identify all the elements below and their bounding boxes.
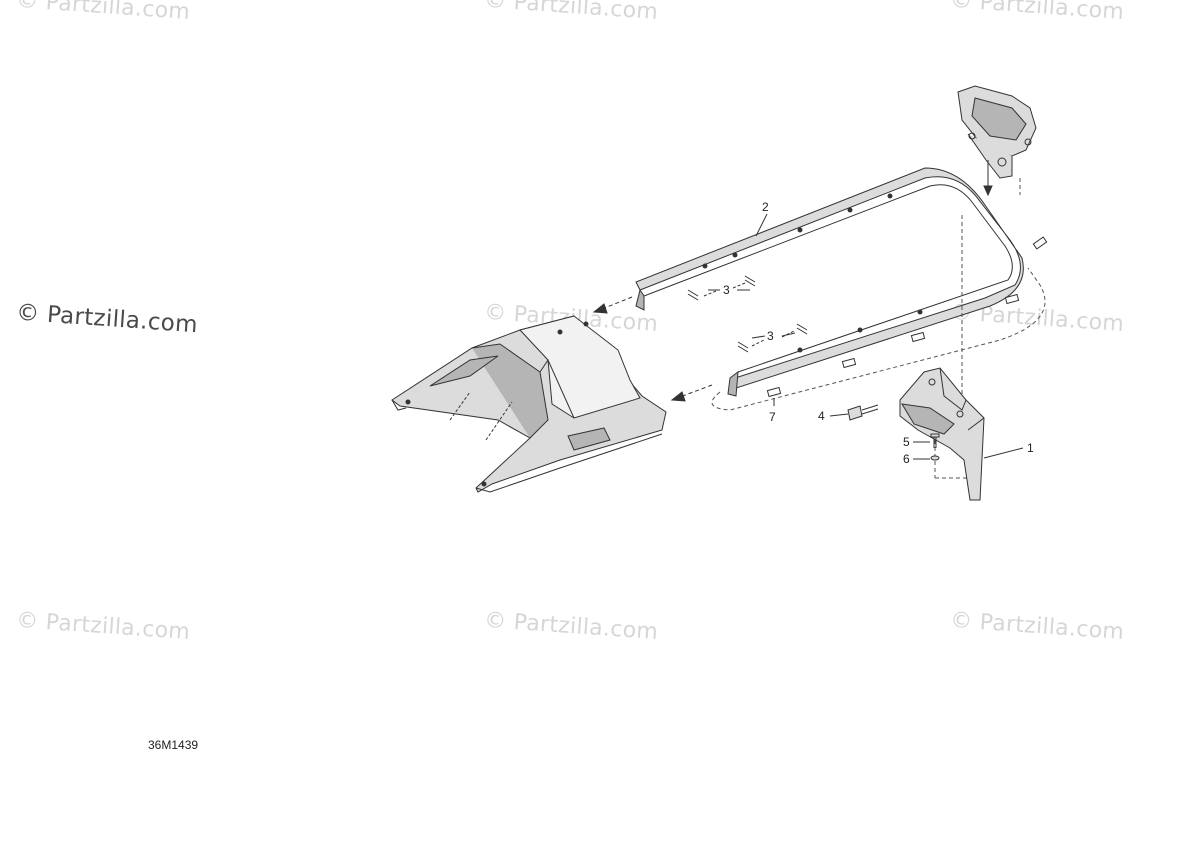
- handle-rail: [635, 167, 1024, 397]
- handle-bracket-top: [957, 85, 1037, 179]
- washer-6: [930, 455, 940, 461]
- callout-6: 6: [903, 452, 910, 466]
- callout-2: 2: [762, 200, 769, 214]
- bolt-4: [847, 404, 879, 421]
- assembly-lines: [711, 178, 1046, 479]
- leader-lines: [708, 213, 1024, 460]
- callout-1: 1: [1027, 441, 1034, 455]
- screws-3-upper: [687, 275, 756, 301]
- screw-5: [930, 433, 940, 448]
- callout-3-upper: 3: [723, 283, 730, 297]
- diagram-code: 36M1439: [148, 738, 199, 752]
- arrows-to-chassis: [592, 296, 713, 402]
- callout-3-lower: 3: [767, 329, 774, 343]
- callout-5: 5: [903, 435, 910, 449]
- callout-4: 4: [818, 409, 825, 423]
- lower-bracket: [899, 367, 985, 501]
- pins: [766, 236, 1048, 398]
- rear-chassis: [391, 315, 667, 493]
- callout-7: 7: [769, 410, 776, 424]
